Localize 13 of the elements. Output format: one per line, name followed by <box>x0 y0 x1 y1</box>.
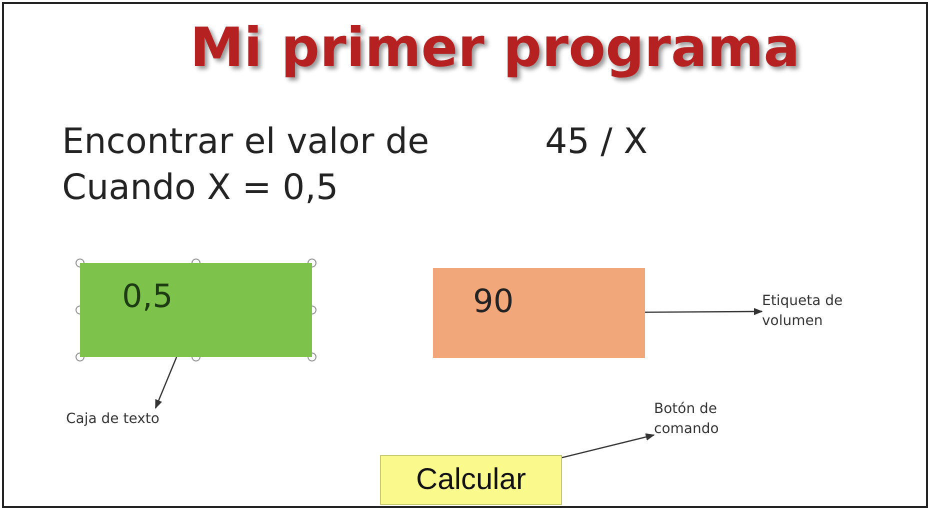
output-label: 90 <box>433 268 645 358</box>
text-field: 0,5 <box>80 263 312 357</box>
annotation-text: Botón de comando <box>654 398 784 440</box>
arrow <box>562 433 655 458</box>
arrow <box>645 308 763 316</box>
statement-text: 45 / X <box>545 122 648 162</box>
annotation-text: Caja de texto <box>66 408 236 430</box>
annotation-text: Etiqueta de volumen <box>762 290 890 332</box>
calculate-button: Calcular <box>380 455 562 505</box>
slide-title: Mi primer programa <box>190 16 800 79</box>
statement-text: Cuando X = 0,5 <box>62 168 338 208</box>
arrow <box>154 356 178 409</box>
statement-text: Encontrar el valor de <box>62 122 430 162</box>
